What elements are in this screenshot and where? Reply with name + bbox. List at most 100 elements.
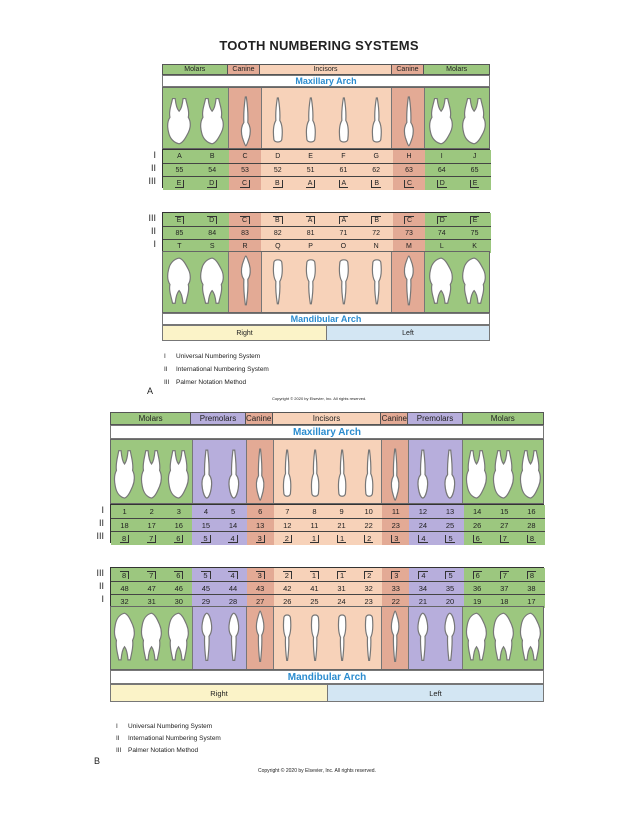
header-premolar: Premolars — [191, 412, 246, 425]
palmer-notation: 7 — [147, 534, 157, 543]
molar-tooth-icon — [519, 610, 542, 662]
tooth-number-cell: 62 — [359, 164, 393, 177]
palmer-notation: 4 — [418, 534, 428, 543]
band-incisor — [273, 607, 381, 669]
incisor-tooth-icon — [301, 96, 321, 147]
incisor-tooth-icon — [279, 610, 295, 662]
palmer-notation: D — [207, 215, 218, 224]
maxillary-arch-label: Maxillary Arch — [110, 425, 544, 439]
palmer-notation: 5 — [445, 570, 455, 579]
tooth-number-cell: 23 — [382, 519, 410, 532]
tooth-number-cell: 44 — [219, 582, 247, 595]
premolar-tooth-icon — [414, 448, 432, 501]
tooth-number-cell: 22 — [355, 519, 383, 532]
system-roman-numeral: III — [148, 213, 156, 223]
band-incisor — [273, 440, 381, 503]
tooth-number-cell: P — [294, 240, 327, 253]
header-premolar: Premolars — [408, 412, 463, 425]
left-side-label: Left — [327, 685, 543, 701]
tooth-number-cell: 65 — [458, 164, 491, 177]
tooth-number-cell: 24 — [409, 519, 437, 532]
palmer-notation: C — [403, 179, 414, 188]
tooth-number-cell: 36 — [463, 582, 491, 595]
tooth-number-cell: 29 — [192, 595, 220, 608]
palmer-notation: 1 — [336, 534, 347, 543]
header-incisor: Incisors — [260, 64, 392, 75]
system-roman-numeral: II — [150, 226, 156, 236]
tooth-number-cell: 6 — [165, 568, 193, 581]
tooth-number-cell: 6 — [463, 532, 491, 545]
tooth-number-cell: 3 — [382, 532, 410, 545]
tooth-number-cell: B — [261, 177, 295, 190]
tooth-number-cell: D — [425, 213, 459, 226]
palmer-notation: 4 — [418, 570, 428, 579]
incisor-tooth-icon — [367, 255, 387, 306]
system-roman-numeral: III — [96, 568, 104, 578]
tooth-number-cell: 72 — [359, 227, 393, 240]
mandibular-arch-label: Mandibular Arch — [110, 670, 544, 684]
maxillary-teeth-band — [110, 439, 544, 504]
tooth-number-cell: 8 — [300, 505, 328, 518]
tooth-number-cell: 30 — [165, 595, 193, 608]
tooth-number-cell: 45 — [192, 582, 220, 595]
incisor-tooth-icon — [301, 255, 321, 306]
system-roman-numeral: III — [96, 531, 104, 541]
tooth-number-cell: 15 — [192, 519, 220, 532]
tooth-number-cell: 43 — [246, 582, 274, 595]
tooth-number-cell: T — [163, 240, 196, 253]
palmer-notation: 5 — [201, 534, 211, 543]
legend-text: International Numbering System — [128, 735, 221, 742]
canine-tooth-icon — [387, 610, 403, 662]
left-side-label: Left — [326, 326, 489, 340]
canine-tooth-icon — [399, 255, 419, 306]
legend-numeral: II — [164, 366, 168, 373]
palmer-notation: 8 — [526, 534, 537, 543]
palmer-notation: E — [174, 179, 185, 188]
palmer-notation: D — [207, 179, 218, 188]
tooth-number-cell: 46 — [165, 582, 193, 595]
palmer-notation: 4 — [228, 570, 238, 579]
incisor-tooth-icon — [307, 610, 323, 662]
header-molar: Molars — [110, 412, 192, 425]
tooth-number-cell: 26 — [463, 519, 491, 532]
tooth-number-cell: D — [425, 177, 459, 190]
palmer-notation: 6 — [472, 534, 482, 543]
tooth-number-cell: E — [294, 150, 327, 163]
tooth-number-cell: 1 — [328, 568, 356, 581]
tooth-number-cell: C — [228, 177, 262, 190]
tooth-number-cell: 21 — [328, 519, 356, 532]
tooth-number-cell: 61 — [326, 164, 360, 177]
tooth-number-cell: 84 — [195, 227, 229, 240]
palmer-notation: E — [469, 179, 480, 188]
tooth-number-cell: 14 — [463, 505, 491, 518]
palmer-notation: 2 — [364, 570, 374, 579]
tooth-number-cell: 7 — [273, 505, 301, 518]
incisor-tooth-icon — [307, 448, 323, 501]
tooth-number-cell: 47 — [138, 582, 166, 595]
tooth-number-cell: 8 — [111, 568, 139, 581]
tooth-number-cell: E — [163, 213, 196, 226]
palmer-notation: 7 — [499, 570, 509, 579]
tooth-number-cell: 28 — [517, 519, 545, 532]
incisor-tooth-icon — [279, 448, 295, 501]
incisor-tooth-icon — [334, 255, 354, 306]
tooth-number-cell: 3 — [382, 568, 410, 581]
incisor-tooth-icon — [361, 448, 377, 501]
tooth-number-cell: 2 — [273, 568, 301, 581]
incisor-tooth-icon — [367, 96, 387, 147]
band-canine — [228, 252, 261, 312]
palmer-notation: 4 — [228, 534, 238, 543]
tooth-number-cell: O — [326, 240, 360, 253]
page-title: TOOTH NUMBERING SYSTEMS — [219, 38, 419, 53]
molar-tooth-icon — [113, 610, 136, 662]
tooth-number-cell: D — [261, 150, 295, 163]
molar-tooth-icon — [113, 448, 136, 501]
molar-tooth-icon — [428, 255, 454, 306]
